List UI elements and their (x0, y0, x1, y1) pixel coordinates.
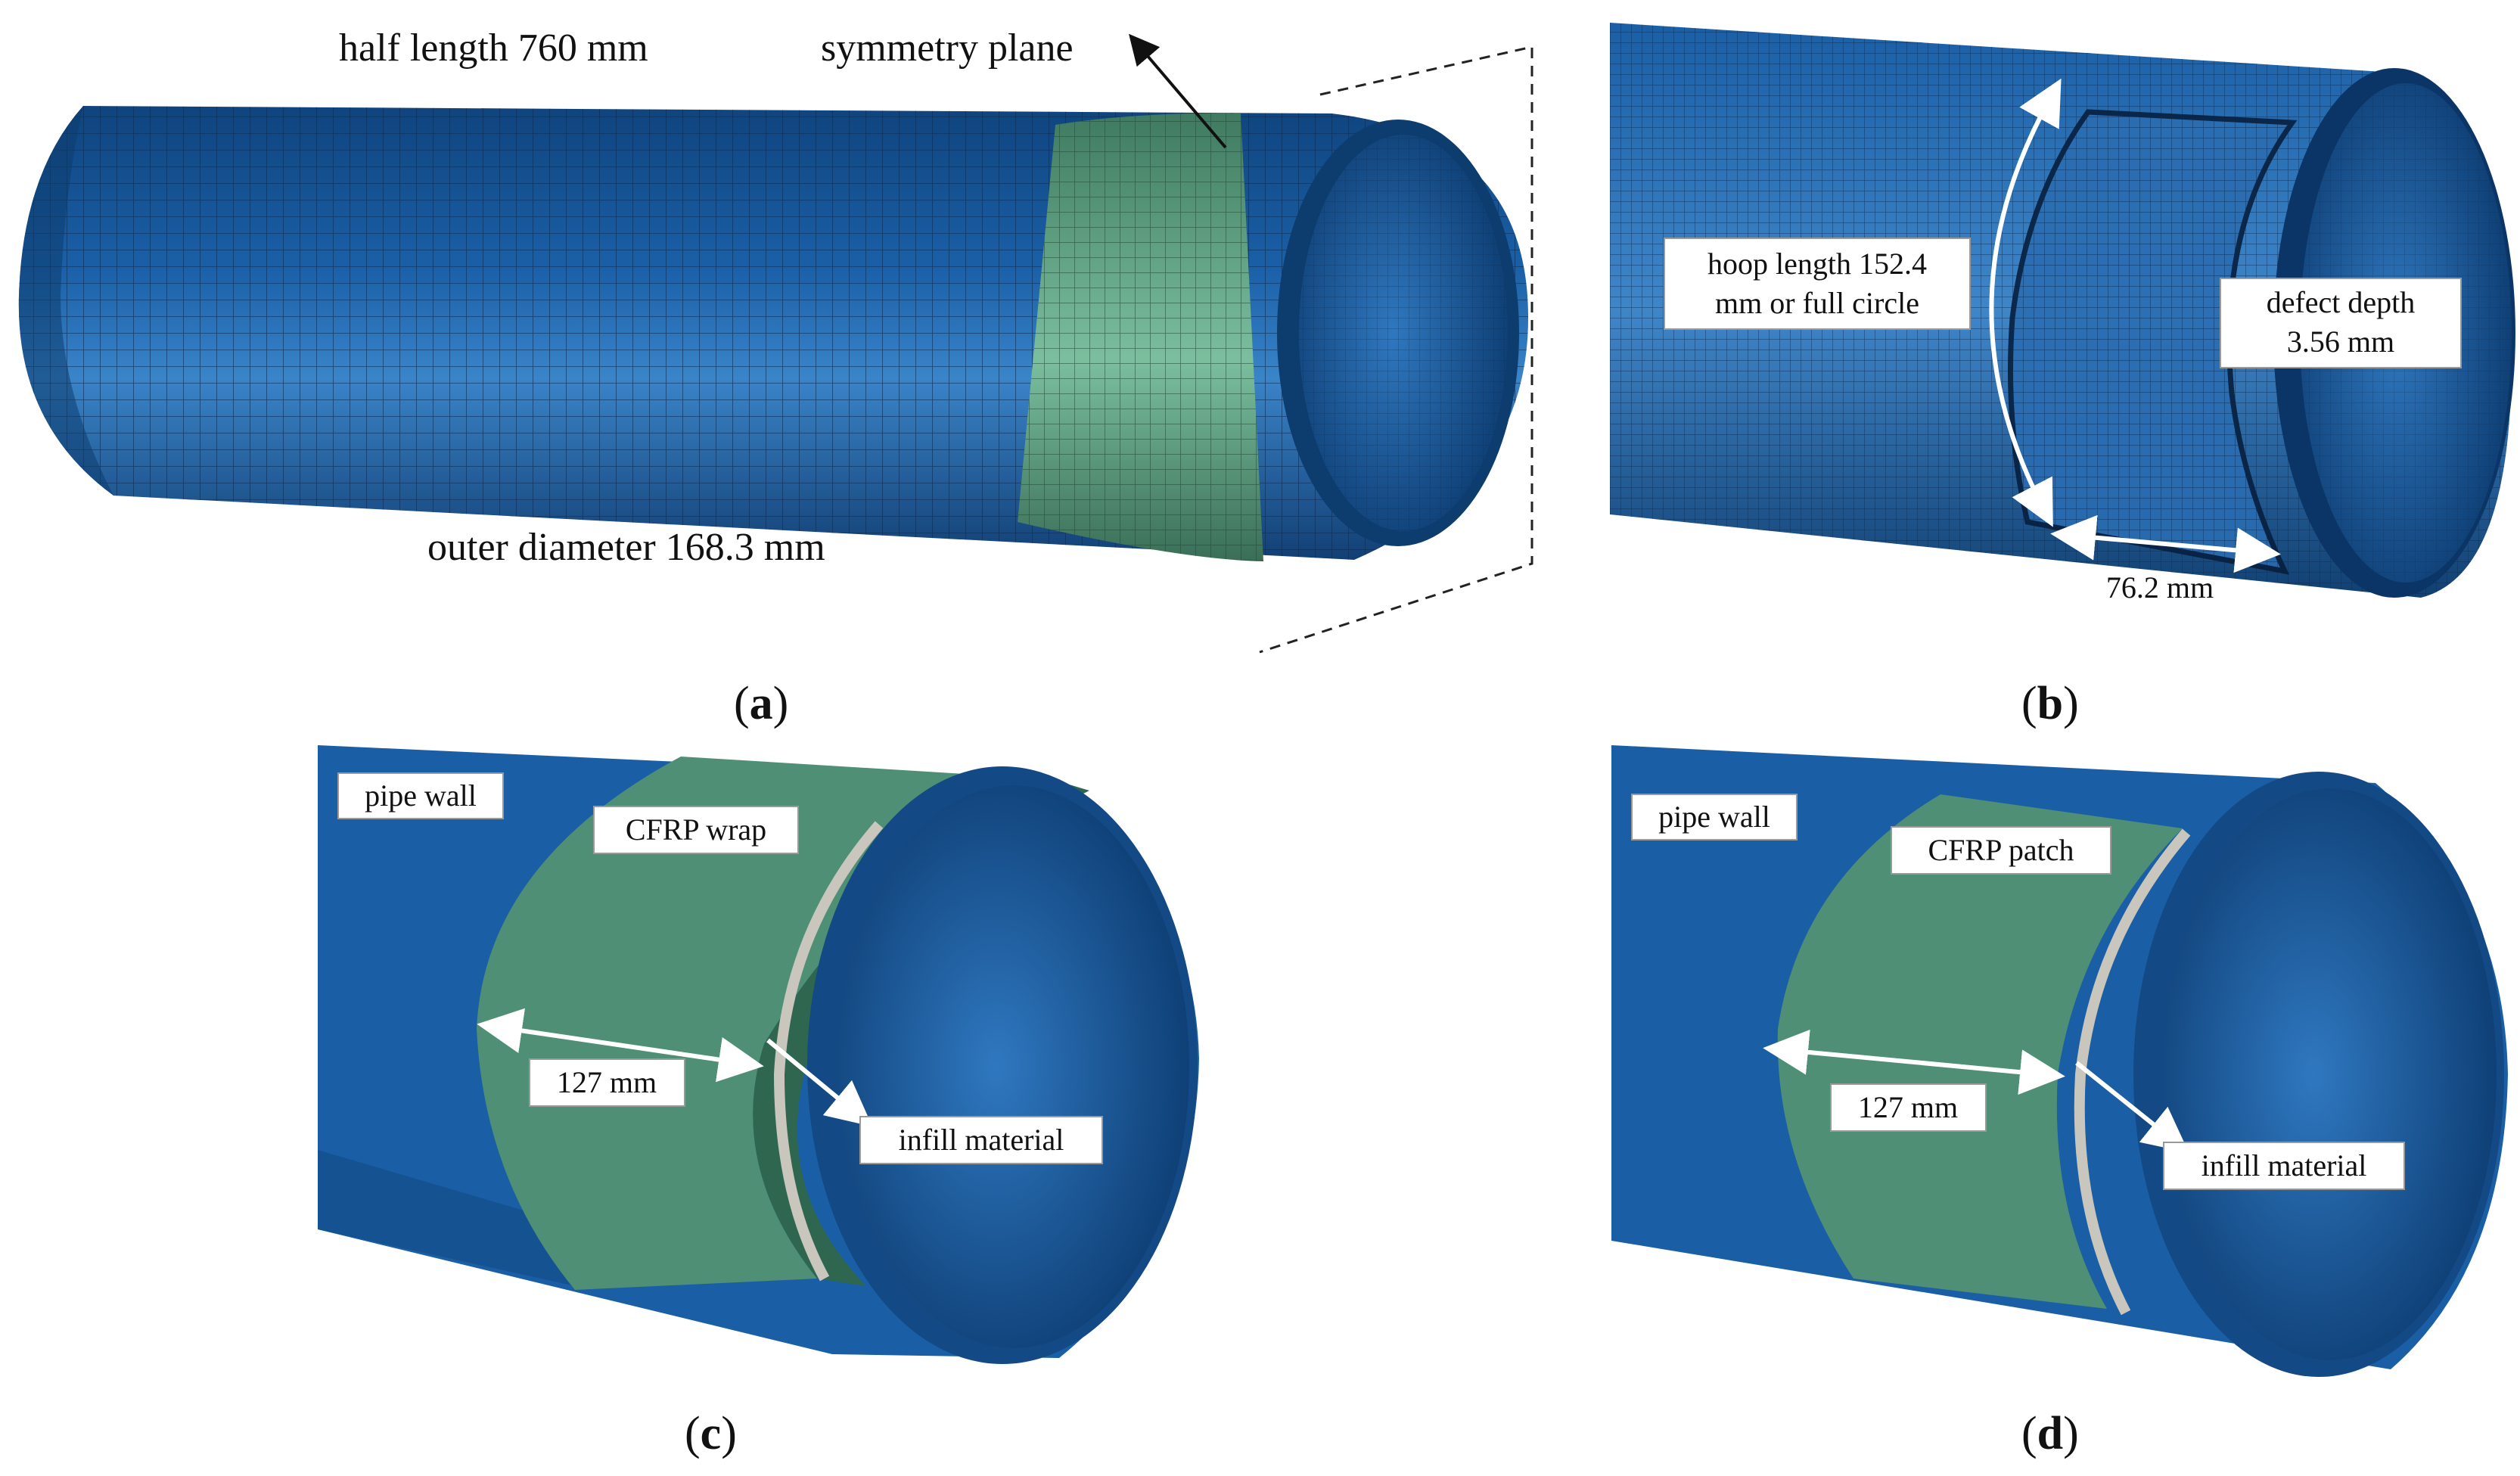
pipe-wall-box-d (1631, 794, 1798, 841)
infill-arrow-c (766, 1038, 873, 1127)
panel-c: pipe wall CFRP wrap 127 mm infill materi… (318, 745, 1199, 1459)
axial-length-label: 76.2 mm (2106, 570, 2214, 604)
patch-box-d (1891, 826, 2111, 875)
defect-depth-line2: 3.56 mm (2287, 325, 2394, 359)
pipe-wall-label-c: pipe wall (365, 778, 477, 813)
symmetry-plane-outline (1259, 45, 1533, 654)
symmetry-plane-label: symmetry plane (821, 26, 1074, 70)
pipe-wall-label-d: pipe wall (1658, 800, 1770, 834)
axial-length-arrow (2050, 514, 2281, 573)
half-length-label: half length 760 mm (339, 26, 648, 70)
defect-depth-line1: defect depth (2267, 285, 2416, 319)
cfrp-wrap-c (477, 757, 1052, 1290)
hoop-length-line2: mm or full circle (1715, 286, 1919, 320)
caption-a: (a) (734, 678, 788, 729)
width-arrow-d (1763, 1029, 2065, 1095)
hoop-length-box (1664, 238, 1971, 330)
width-box-d (1830, 1083, 1987, 1132)
outer-diameter-label: outer diameter 168.3 mm (427, 526, 825, 569)
infill-arc-d (2074, 828, 2191, 1316)
symmetry-plane-arrow (1129, 33, 1227, 149)
defect-depth-box (2220, 278, 2462, 368)
infill-arc-c (773, 821, 884, 1282)
panel-d: pipe wall CFRP patch 127 mm infill mater… (1611, 745, 2508, 1459)
infill-arrow-d (2075, 1061, 2189, 1153)
caption-d: (d) (2021, 1408, 2079, 1459)
panel-a: half length 760 mm symmetry plane outer … (18, 26, 1533, 729)
infill-label-c: infill material (899, 1123, 1064, 1157)
panel-b: hoop length 152.4 mm or full circle defe… (1610, 23, 2515, 729)
wrap-label-c: CFRP wrap (626, 813, 766, 847)
infill-box-d (2163, 1142, 2405, 1190)
width-arrow-c (477, 1008, 764, 1083)
width-box-c (529, 1058, 685, 1107)
hoop-length-arrow (1989, 78, 2062, 527)
cfrp-wrap-mesh-a (1018, 113, 1263, 561)
infill-box-c (859, 1116, 1103, 1164)
width-label-d: 127 mm (1858, 1090, 1958, 1124)
caption-c: (c) (685, 1408, 737, 1459)
hoop-length-line1: hoop length 152.4 (1707, 247, 1927, 281)
caption-b: (b) (2021, 678, 2079, 729)
width-label-c: 127 mm (557, 1065, 657, 1099)
pipe-wall-box-c (337, 772, 504, 819)
wrap-box-c (593, 806, 799, 854)
infill-label-d: infill material (2202, 1148, 2367, 1182)
patch-label-d: CFRP patch (1928, 833, 2074, 867)
